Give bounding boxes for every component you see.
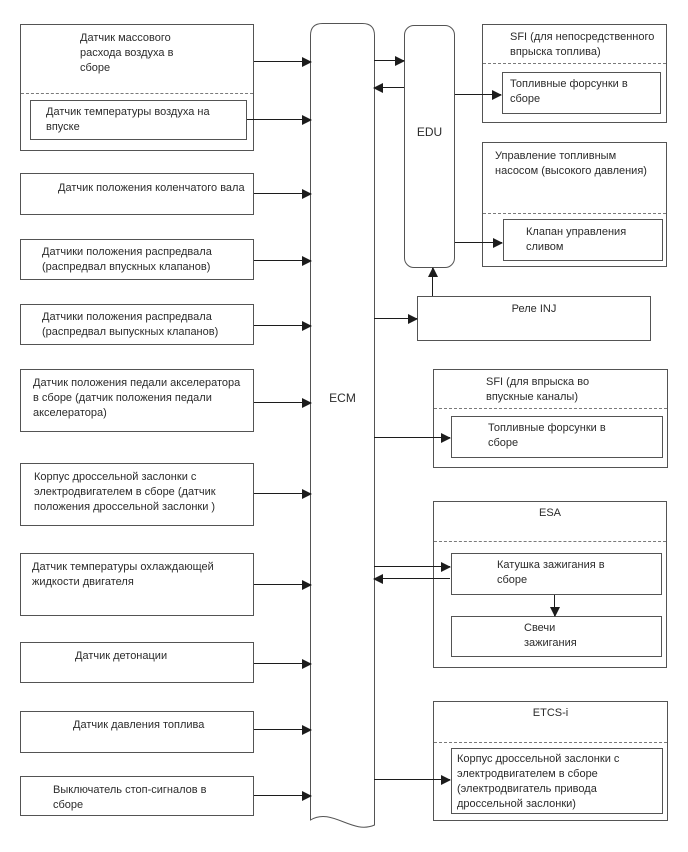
node-inj-relay: Реле INJ xyxy=(417,296,651,341)
etcs-title: ETCS-i xyxy=(532,707,569,719)
throttle-body-tps-label: Корпус дроссельной заслонки с электродви… xyxy=(34,471,216,513)
connector-ecm-to-injectors-port xyxy=(374,433,451,443)
node-throttle-motor: Корпус дроссельной заслонки с электродви… xyxy=(451,748,663,814)
connector-maf-to-ecm xyxy=(254,57,312,67)
node-camshaft-intake-sensor: Датчики положения распредвала (распредва… xyxy=(20,239,254,280)
node-camshaft-exhaust-sensor: Датчики положения распредвала (распредва… xyxy=(20,304,254,345)
connector-ckp-to-ecm xyxy=(254,189,312,199)
node-accel-pedal-sensor: Датчик положения педали акселератора в с… xyxy=(20,369,254,432)
connector-edu-to-spill-valve xyxy=(455,238,503,248)
node-edu xyxy=(404,25,455,268)
injectors-port-label: Топливные форсунки в сборе xyxy=(488,422,606,449)
dashed-divider xyxy=(483,213,666,214)
node-injectors-port: Топливные форсунки в сборе xyxy=(451,416,663,458)
connector-edu-to-injectors-direct xyxy=(455,90,502,100)
node-stop-lamp-switch: Выключатель стоп-сигналов в сборе xyxy=(20,776,254,816)
node-coolant-temp-sensor: Датчик температуры охлаждающей жидкости … xyxy=(20,553,254,616)
connector-ecm-to-edu xyxy=(374,56,405,66)
sfi-direct-title: SFI (для непосредственного впрыска топли… xyxy=(510,31,655,58)
injectors-direct-label: Топливные форсунки в сборе xyxy=(510,78,628,105)
ignition-coil-label: Катушка зажигания в сборе xyxy=(497,559,605,586)
dashed-divider xyxy=(483,63,666,64)
edu-label: EDU xyxy=(416,125,443,139)
iat-sensor-label: Датчик температуры воздуха на впуске xyxy=(46,106,210,133)
dashed-divider xyxy=(434,742,667,743)
connector-ignition-coil-to-ecm xyxy=(373,574,450,584)
accel-pedal-label: Датчик положения педали акселератора в с… xyxy=(33,377,241,419)
sfi-port-title: SFI (для впрыска во впускные каналы) xyxy=(486,376,590,403)
connector-iat-to-ecm xyxy=(247,115,312,125)
connector-ecm-to-ignition-coil xyxy=(374,562,451,572)
connector-fuel-pressure-to-ecm xyxy=(254,725,312,735)
node-injectors-direct: Топливные форсунки в сборе xyxy=(502,72,661,114)
knock-sensor-label: Датчик детонации xyxy=(75,650,168,662)
dashed-divider xyxy=(434,408,667,409)
dashed-divider xyxy=(21,93,253,94)
node-sfi-direct: SFI (для непосредственного впрыска топли… xyxy=(482,24,667,123)
connector-ect-to-ecm xyxy=(254,580,312,590)
node-esa: ESA Катушка зажигания в сборе Свечи зажи… xyxy=(433,501,667,668)
connector-ecm-to-throttle-motor xyxy=(374,775,451,785)
spill-valve-label: Клапан управления сливом xyxy=(526,226,627,253)
node-spill-valve: Клапан управления сливом xyxy=(503,219,663,261)
node-iat-sensor: Датчик температуры воздуха на впуске xyxy=(30,100,247,140)
connector-coil-to-plugs xyxy=(550,595,560,617)
stop-lamp-label: Выключатель стоп-сигналов в сборе xyxy=(53,784,207,811)
connector-tps-to-ecm xyxy=(254,489,312,499)
node-knock-sensor: Датчик детонации xyxy=(20,642,254,683)
ecm-label: ECM xyxy=(329,391,356,405)
camshaft-intake-label: Датчики положения распредвала (распредва… xyxy=(42,246,212,273)
node-fuel-pump-control: Управление топливным насосом (высокого д… xyxy=(482,142,667,267)
node-ecm-shape xyxy=(310,23,375,828)
esa-title: ESA xyxy=(538,507,561,519)
node-ignition-coil: Катушка зажигания в сборе xyxy=(451,553,662,595)
node-etcs: ETCS-i Корпус дроссельной заслонки с эле… xyxy=(433,701,668,821)
node-maf-sensor: Датчик массового расхода воздуха в сборе… xyxy=(20,24,254,151)
connector-stop-lamp-to-ecm xyxy=(254,791,312,801)
connector-edu-to-ecm xyxy=(373,83,404,93)
crankshaft-sensor-label: Датчик положения коленчатого вала xyxy=(58,182,245,194)
maf-sensor-label: Датчик массового расхода воздуха в сборе xyxy=(80,32,174,74)
dashed-divider xyxy=(434,541,666,542)
node-fuel-pressure-sensor: Датчик давления топлива xyxy=(20,711,254,753)
node-crankshaft-sensor: Датчик положения коленчатого вала xyxy=(20,173,254,215)
spark-plugs-label: Свечи зажигания xyxy=(524,622,577,649)
connector-app-to-ecm xyxy=(254,398,312,408)
inj-relay-label: Реле INJ xyxy=(511,303,557,315)
connector-ecm-to-inj-relay xyxy=(374,314,418,324)
coolant-temp-label: Датчик температуры охлаждающей жидкости … xyxy=(32,561,214,588)
node-sfi-port: SFI (для впрыска во впускные каналы) Топ… xyxy=(433,369,668,468)
fuel-pressure-label: Датчик давления топлива xyxy=(73,719,205,731)
connector-knock-to-ecm xyxy=(254,659,312,669)
throttle-motor-label: Корпус дроссельной заслонки с электродви… xyxy=(457,753,620,810)
node-spark-plugs: Свечи зажигания xyxy=(451,616,662,657)
node-throttle-body-tps: Корпус дроссельной заслонки с электродви… xyxy=(20,463,254,526)
fuel-pump-control-title: Управление топливным насосом (высокого д… xyxy=(495,150,647,177)
connector-inj-relay-to-edu xyxy=(428,267,438,296)
camshaft-exhaust-label: Датчики положения распредвала (распредва… xyxy=(42,311,219,338)
connector-cmp-intake-to-ecm xyxy=(254,256,312,266)
connector-cmp-exhaust-to-ecm xyxy=(254,321,312,331)
